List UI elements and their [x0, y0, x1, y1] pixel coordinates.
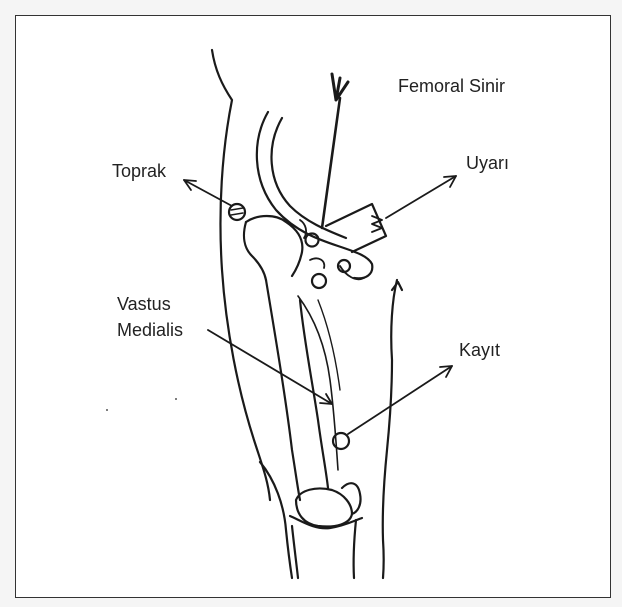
stimulus-label: Uyarı: [466, 153, 509, 175]
patella: [296, 488, 352, 526]
tibia-right: [354, 520, 356, 578]
leg-outline-left-lower: [260, 462, 292, 578]
ground-label: Toprak: [112, 161, 166, 183]
stim-electrode-anode: [312, 274, 326, 288]
stimulus-pointer-arrow: [386, 176, 456, 218]
recording-label: Kayıt: [459, 340, 500, 362]
stimulating-electrode-shaft: [322, 98, 340, 228]
scan-speck-2: [175, 398, 177, 400]
femoral-nerve-label: Femoral Sinir: [398, 76, 505, 98]
femur-inner-line: [298, 296, 338, 470]
muscle-pointer-arrow: [208, 330, 332, 404]
muscle-label-line2: Medialis: [117, 320, 183, 342]
femur-shaft-left: [266, 280, 300, 500]
muscle-label-line1: Vastus: [117, 294, 171, 316]
leg-outline-right: [383, 280, 397, 578]
ground-electrode-hatch: [231, 208, 243, 215]
stimulating-electrode-tip: [332, 74, 348, 100]
recording-pointer-arrow: [348, 366, 452, 434]
femur-neck-left: [244, 222, 266, 280]
leg-outline-left: [212, 50, 270, 500]
scan-speck-1: [106, 409, 108, 411]
ground-pointer-arrow: [184, 180, 232, 206]
leg-outline-right-tick: [392, 282, 402, 290]
tibia-left: [292, 526, 298, 578]
hip-mark-2: [310, 258, 324, 268]
